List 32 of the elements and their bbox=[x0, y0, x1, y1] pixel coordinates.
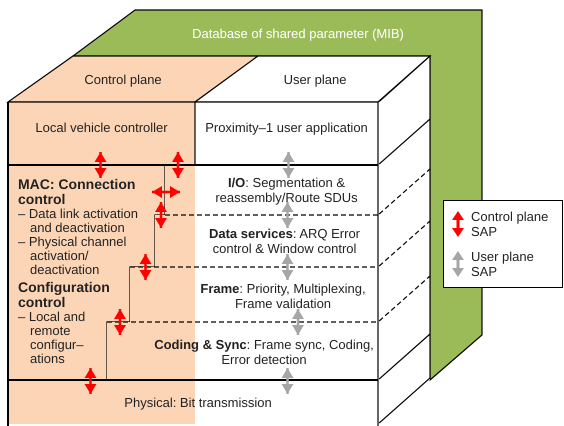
section-heading: Configuration control bbox=[18, 280, 110, 310]
layer-label: Proximity–1 user application bbox=[205, 120, 368, 134]
plane-heading-panel bbox=[8, 56, 258, 102]
plane-label: Control plane bbox=[84, 72, 162, 86]
double-arrow bbox=[282, 152, 294, 178]
layer-label: Coding & Sync: Frame sync, Coding, Error detection bbox=[153, 337, 375, 367]
bullet-item: – Physical channel activation/ deactivation bbox=[18, 235, 128, 277]
legend-label: Control plane SAP bbox=[471, 209, 550, 239]
double-arrow bbox=[155, 202, 167, 228]
layer-label: Physical: Bit transmission bbox=[124, 394, 272, 410]
double-arrow bbox=[172, 152, 184, 178]
legend-label: User plane SAP bbox=[471, 249, 535, 279]
double-arrow bbox=[292, 309, 304, 335]
layer-label: Local vehicle controller bbox=[35, 120, 168, 134]
layer-label: Data services: ARQ Error control & Window control bbox=[208, 226, 362, 256]
layer-label: I/O: Segmentation & reassembly/Route SDUs bbox=[214, 175, 359, 205]
bullet-item: – Data link activation and deactivation bbox=[18, 207, 139, 235]
double-arrow bbox=[94, 152, 106, 178]
double-arrow bbox=[140, 254, 152, 280]
double-arrow bbox=[282, 368, 294, 394]
double-arrow bbox=[114, 309, 126, 335]
double-arrow bbox=[84, 368, 96, 394]
double-arrow bbox=[152, 186, 180, 198]
section-heading: MAC: Connection control bbox=[18, 177, 136, 207]
panel-title: Database of shared parameter (MIB) bbox=[192, 26, 404, 40]
plane-label: User plane bbox=[284, 72, 346, 86]
double-arrow bbox=[282, 254, 294, 280]
layer-box bbox=[8, 102, 195, 165]
bullet-item: – Local and remote configur– ations bbox=[18, 310, 86, 366]
layer-label: Frame: Priority, Multiplexing, Frame validation bbox=[199, 280, 367, 310]
plane-heading-panel bbox=[195, 56, 430, 102]
double-arrow bbox=[282, 202, 294, 228]
